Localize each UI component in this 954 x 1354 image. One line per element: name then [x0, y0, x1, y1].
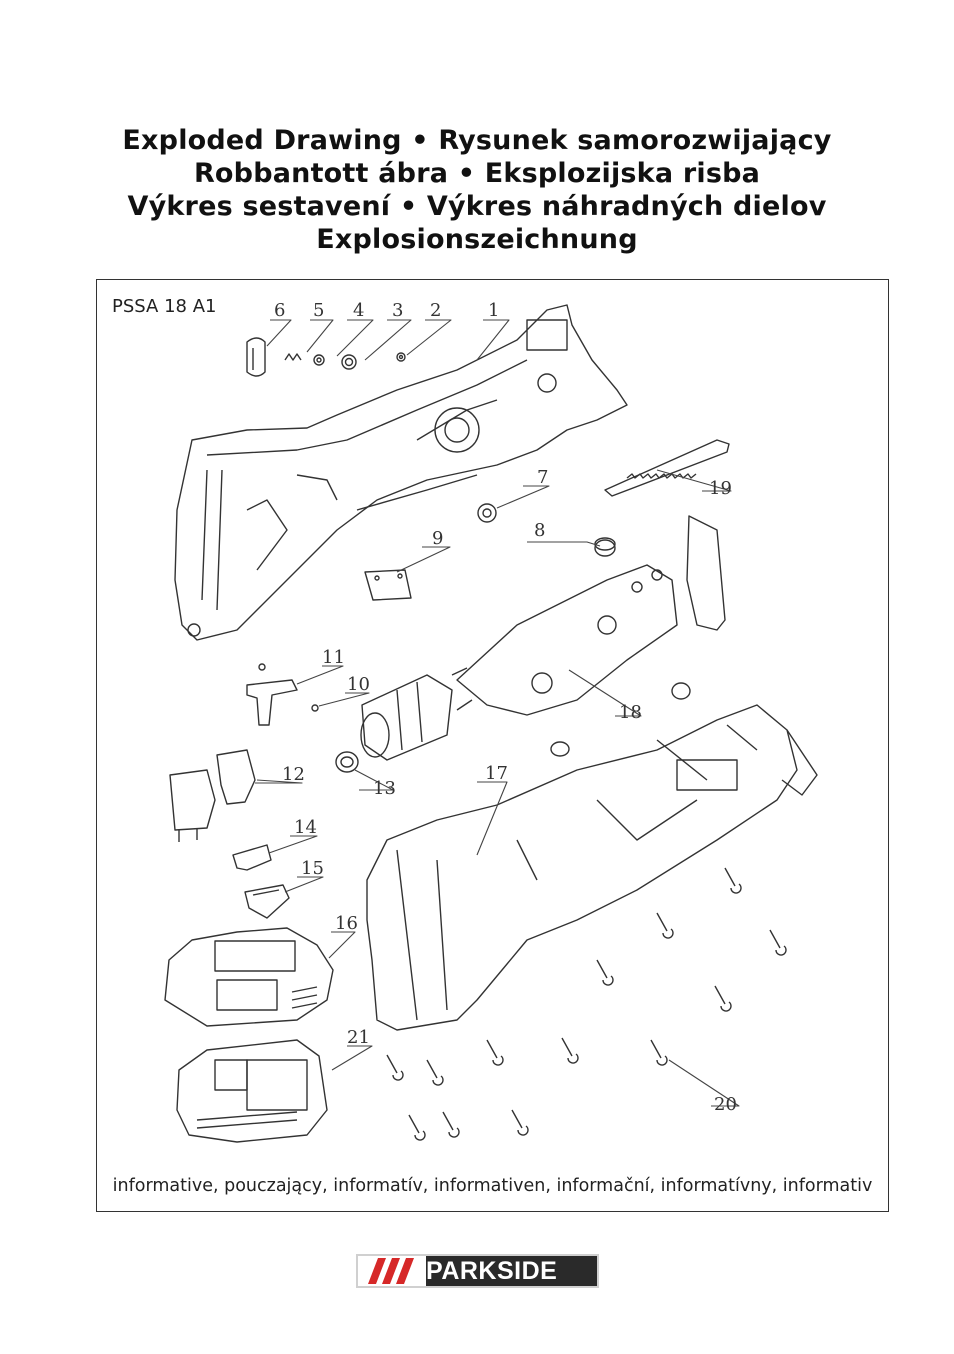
part-spring-5 — [284, 353, 302, 361]
part-bearing-13 — [335, 751, 359, 773]
part-plate-9 — [364, 569, 412, 601]
part-number-21: 21 — [347, 1027, 370, 1048]
part-switch-12 — [169, 749, 256, 842]
part-number-13: 13 — [373, 778, 396, 799]
part-number-8: 8 — [534, 520, 545, 541]
part-number-1: 1 — [488, 300, 499, 321]
part-nut-4 — [313, 354, 325, 366]
part-contact-14 — [232, 844, 272, 871]
footnote: informative, pouczający, informatív, inf… — [112, 1176, 873, 1196]
part-gearbox-18 — [451, 515, 726, 757]
heading-line-2: Robbantott ábra • Eksplozijska risba — [193, 158, 761, 189]
leader-lines — [255, 319, 740, 1107]
part-cover-15 — [244, 884, 290, 919]
part-number-11: 11 — [322, 647, 345, 668]
part-number-12: 12 — [282, 764, 305, 785]
page-heading: Exploded Drawing • Rysunek samorozwijają… — [0, 124, 954, 256]
part-trigger-11 — [246, 663, 298, 726]
part-number-16: 16 — [335, 913, 358, 934]
part-number-2: 2 — [430, 300, 441, 321]
part-number-6: 6 — [274, 300, 285, 321]
logo-stripes-icon — [358, 1256, 426, 1286]
part-number-18: 18 — [619, 702, 642, 723]
part-number-17: 17 — [485, 763, 508, 784]
part-number-15: 15 — [301, 858, 324, 879]
part-washer-3 — [341, 354, 357, 370]
part-cap-8 — [594, 537, 616, 557]
part-bearing-7 — [477, 503, 497, 523]
part-housing-half — [174, 304, 628, 641]
part-charger-21 — [176, 1039, 328, 1143]
heading-line-4: Explosionszeichnung — [316, 224, 638, 255]
part-number-5: 5 — [313, 300, 324, 321]
part-lock-6 — [246, 337, 266, 377]
part-number-20: 20 — [714, 1094, 737, 1115]
part-number-19: 19 — [709, 478, 732, 499]
part-screw-10 — [311, 704, 319, 712]
part-screw-2 — [396, 352, 406, 362]
part-housing-17 — [366, 704, 818, 1031]
part-number-4: 4 — [353, 300, 364, 321]
part-number-7: 7 — [537, 467, 548, 488]
model-label: PSSA 18 A1 — [112, 296, 217, 317]
heading-line-1: Exploded Drawing • Rysunek samorozwijają… — [122, 125, 832, 156]
part-number-10: 10 — [347, 674, 370, 695]
part-number-9: 9 — [432, 528, 443, 549]
exploded-drawing: 6 5 4 3 2 1 7 8 9 11 10 12 13 14 15 16 1… — [164, 300, 818, 1143]
parkside-logo: PARKSIDE — [356, 1254, 599, 1288]
part-number-3: 3 — [392, 300, 403, 321]
part-number-14: 14 — [294, 817, 317, 838]
part-screws-20 — [386, 867, 787, 1141]
part-battery-16 — [164, 927, 334, 1027]
heading-line-3: Výkres sestavení • Výkres náhradných die… — [127, 191, 827, 222]
logo-text: PARKSIDE — [426, 1256, 558, 1285]
part-motor — [360, 674, 453, 761]
exploded-drawing-frame: PSSA 18 A1 — [96, 279, 889, 1212]
